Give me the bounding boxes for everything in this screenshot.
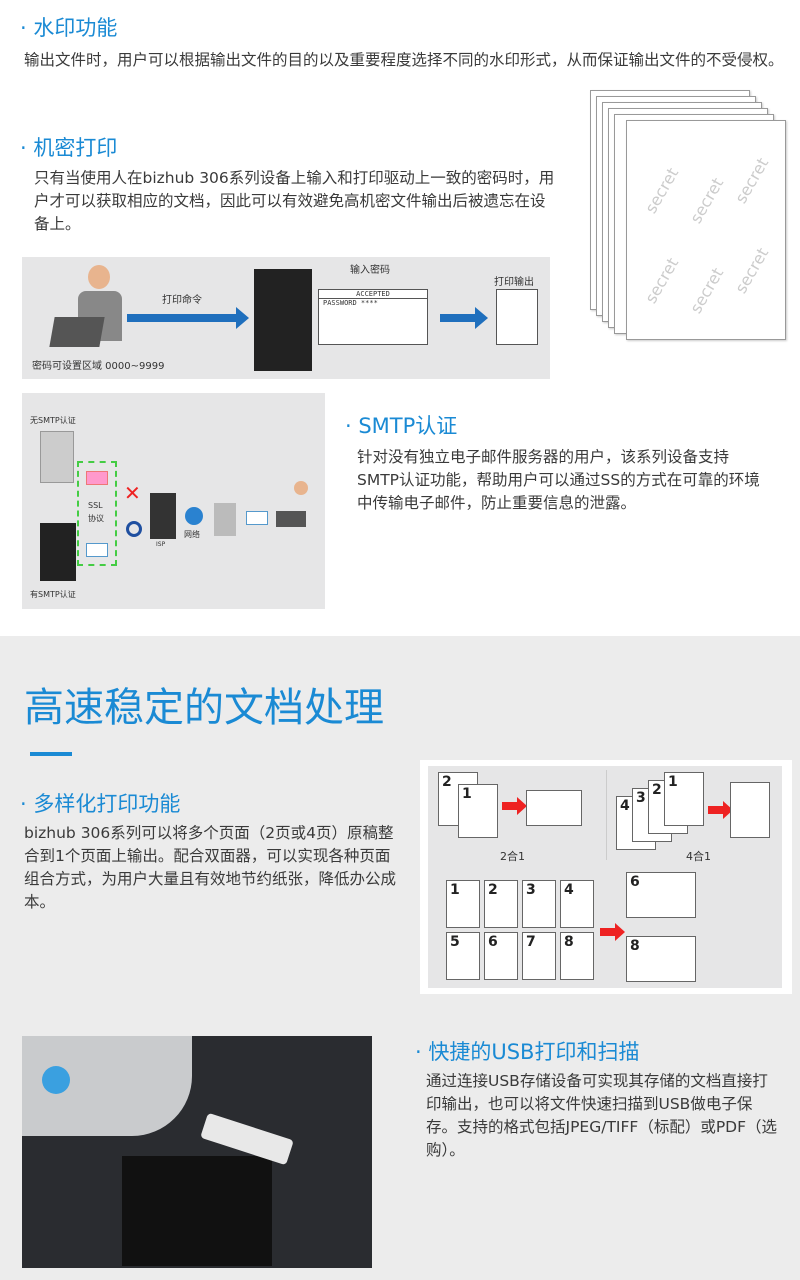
section-heading: 高速稳定的文档处理 [24,685,384,731]
page-number: 1 [668,774,678,790]
printer-icon [40,431,74,483]
output-document-icon [496,289,538,345]
secure-print-desc: 只有当使用人在bizhub 306系列设备上输入和打印驱动上一致的密码时，用户才… [34,169,555,233]
enter-password-label: 输入密码 [350,265,390,276]
arrow-icon [600,923,625,941]
two-in-one-label: 2合1 [500,850,525,863]
secure-print-diagram: 打印命令 输入密码 ACCEPTED PASSWORD **** 打印输出 密码… [22,257,550,379]
watermark-stamp: secret [641,164,683,217]
watermark-stamp: secret [686,174,728,227]
page-number: 1 [450,882,460,898]
page-number: 1 [462,786,472,802]
page-number: 3 [526,882,536,898]
page-number: 2 [488,882,498,898]
printer-icon [254,269,312,371]
page-number: 3 [636,790,646,806]
mail-icon [86,543,108,557]
secure-print-title: · 机密打印 [20,136,118,160]
with-smtp-label: 有SMTP认证 [30,590,76,599]
globe-icon [185,507,203,525]
without-smtp-label: 无SMTP认证 [30,416,76,425]
watermark-stamp: secret [731,154,773,207]
multi-print-title: · 多样化打印功能 [20,792,181,816]
server-icon [214,503,236,536]
usb-title: · 快捷的USB打印和扫描 [415,1040,640,1064]
page-number: 5 [450,934,460,950]
print-output-label: 打印输出 [494,277,534,288]
watermark-stamp: secret [731,244,773,297]
allowed-o-icon [126,521,142,537]
page-number: 4 [620,798,630,814]
watermark-title: · 水印功能 [20,16,118,40]
arrow-icon [440,307,488,329]
ssl-label: SSL [88,501,103,510]
smtp-title: · SMTP认证 [345,414,458,438]
arrow-icon [127,307,249,329]
isp-label: ISP [156,541,166,548]
mail-icon [246,511,268,525]
watermark-paper-stack: secret secret secret secret secret secre… [590,90,790,340]
page-number: 6 [488,934,498,950]
page-number: 6 [630,874,640,890]
multi-print-diagram: 2 1 2合1 4 3 2 1 4合1 1 2 3 4 5 6 7 8 6 8 [420,760,792,994]
isp-server-icon [150,493,176,539]
multi-print-desc: bizhub 306系列可以将多个页面（2页或4页）原稿整合到1个页面上输出。配… [24,824,397,911]
smtp-diagram: 无SMTP认证 SSL 协议 ✕ 有SMTP认证 ISP 网络 [22,393,325,609]
four-in-one-label: 4合1 [686,850,711,863]
user-icon [88,265,110,289]
usb-photo [22,1036,372,1268]
smtp-desc: 针对没有独立电子邮件服务器的用户，该系列设备支持SMTP认证功能，帮助用户可以通… [357,448,760,512]
watermark-desc: 输出文件时，用户可以根据输出文件的目的以及重要程度选择不同的水印形式，从而保证输… [24,51,784,69]
start-button-icon [42,1066,70,1094]
print-command-label: 打印命令 [162,295,202,306]
laptop-icon [276,511,306,527]
heading-underline [30,752,72,756]
page-number: 2 [442,774,452,790]
password-panel: ACCEPTED PASSWORD **** [318,289,428,345]
password-text: PASSWORD **** [323,299,378,307]
network-label: 网络 [184,530,200,539]
watermark-stamp: secret [641,254,683,307]
accepted-text: ACCEPTED [319,290,427,299]
arrow-icon [708,801,733,819]
arrow-icon [502,797,527,815]
protocol-label: 协议 [88,514,104,523]
password-range-label: 密码可设置区域 0000~9999 [32,361,165,372]
ssl-box [77,461,117,566]
usb-desc: 通过连接USB存储设备可实现其存储的文档直接打印输出，也可以将文件快速扫描到US… [426,1072,778,1159]
mail-icon [86,471,108,485]
printer-icon [40,523,76,581]
user-icon [294,481,308,495]
page-number: 8 [630,938,640,954]
page-number: 8 [564,934,574,950]
watermark-stamp: secret [686,264,728,317]
blocked-x-icon: ✕ [124,481,141,505]
page-number: 4 [564,882,574,898]
laptop-icon [49,317,105,347]
page-number: 7 [526,934,536,950]
page-number: 2 [652,782,662,798]
